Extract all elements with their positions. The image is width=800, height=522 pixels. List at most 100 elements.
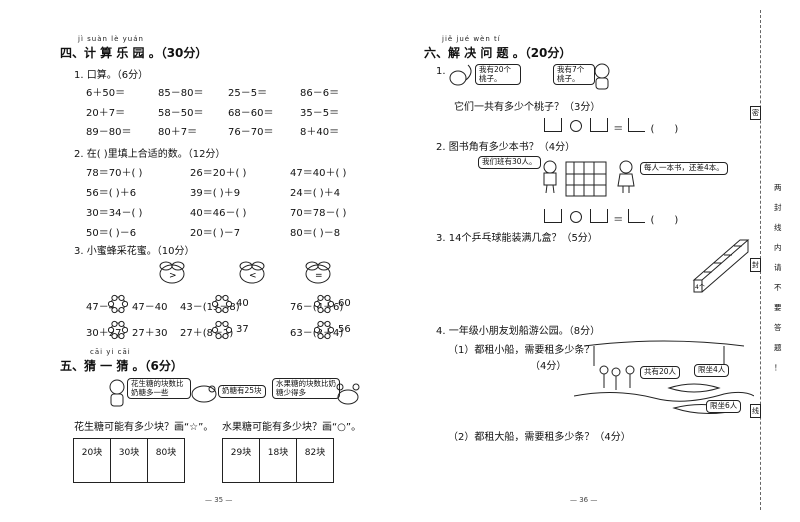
oral-calc-item: 8＋40＝ — [300, 127, 340, 138]
fill-blank-item: 20＝( )－7 — [190, 228, 241, 239]
bee-icon — [159, 261, 185, 284]
p1-question: 它们一共有多少个桃子？（3分） — [454, 102, 601, 113]
bee-icon — [305, 261, 331, 284]
compare-right: 56 — [338, 324, 351, 335]
compare-left: 27＋(8－2) — [180, 328, 234, 339]
oral-calc-item: 25－5＝ — [228, 88, 268, 99]
blank-box[interactable] — [628, 118, 646, 132]
guess-peanut-text: 花生糖可能有多少块？画“☆”。 — [74, 422, 214, 433]
answer-blanks-1: ＝ ( ) — [544, 117, 678, 136]
fill-blank-item: 26＝20＋( ) — [190, 168, 247, 179]
option-cell[interactable]: 30块 — [110, 438, 148, 483]
blank-box[interactable] — [544, 209, 562, 223]
ball-box-icon: 4个 — [692, 239, 750, 293]
oral-calc-item: 20＋7＝ — [86, 108, 126, 119]
bee-sign: = — [315, 271, 323, 281]
bee-icon — [239, 261, 265, 284]
section5-pinyin: cāi yi cāi — [90, 348, 131, 356]
fill-blank-item: 30＝34－( ) — [86, 208, 143, 219]
fill-blank-item: 47＝40＋( ) — [290, 168, 347, 179]
flower-icon[interactable] — [314, 294, 334, 314]
oral-calc-item: 35－5＝ — [300, 108, 340, 119]
bubble-20-people: 共有20人 — [640, 366, 681, 379]
operator-circle[interactable] — [570, 211, 583, 223]
kitten-icon — [109, 379, 125, 407]
section6-pinyin: jiě jué wèn tí — [442, 35, 501, 43]
option-cell[interactable]: 20块 — [73, 438, 111, 483]
fruit-options-table: 29块 18块 82块 — [222, 438, 334, 483]
flower-icon[interactable] — [212, 320, 232, 340]
compare-left: 43－(13－8) — [180, 302, 240, 313]
guess-fruit-text: 水果糖可能有多少块？画“○”。 — [222, 422, 362, 433]
page-number-left: — 35 — — [205, 496, 233, 504]
monkey-icon — [594, 63, 610, 90]
bees-illustration: > < = — [159, 261, 331, 284]
q1-title: 1. 口算。（6分） — [74, 70, 149, 81]
operator-circle[interactable] — [570, 120, 583, 132]
option-cell[interactable]: 18块 — [259, 438, 297, 483]
section6-title: 六、解 决 问 题 。（20分） — [424, 46, 572, 60]
fill-blank-item: 78＝70＋( ) — [86, 168, 143, 179]
compare-left: 30＋27 — [86, 328, 122, 339]
bubble-peanut: 花生糖的块数比奶糖多一些 — [127, 378, 191, 400]
peanut-options-table: 20块 30块 80块 — [73, 438, 185, 483]
p4-title: 4. 一年级小朋友划船游公园。（8分） — [436, 326, 601, 337]
answer-blanks-2: ＝ ( ) — [544, 208, 678, 227]
oral-calc-item: 68－60＝ — [228, 108, 274, 119]
flower-icon[interactable] — [108, 294, 128, 314]
oral-calc-item: 58－50＝ — [158, 108, 204, 119]
fill-blank-item: 56＝( )＋6 — [86, 188, 137, 199]
fill-blank-item: 40＝46－( ) — [190, 208, 247, 219]
option-cell[interactable]: 82块 — [296, 438, 334, 483]
blank-box[interactable] — [544, 118, 562, 132]
blank-box[interactable] — [628, 209, 646, 223]
blank-box[interactable] — [590, 118, 609, 132]
compare-left: 47－4 — [86, 302, 116, 313]
p3-title: 3. 14个乒乓球能装满几盒？（5分） — [436, 233, 598, 244]
flower-icon[interactable] — [314, 320, 334, 340]
section4-pinyin: jì suàn lè yuán — [78, 35, 144, 43]
compare-left: 63－(3＋4) — [290, 328, 344, 339]
page-number-right: — 36 — — [570, 496, 598, 504]
fill-blank-item: 39＝( )＋9 — [190, 188, 241, 199]
flower-icon[interactable] — [212, 294, 232, 314]
option-cell[interactable]: 29块 — [222, 438, 260, 483]
compare-right: 60 — [338, 298, 351, 309]
p4-sub2: （2）都租大船，需要租多少条？（4分） — [448, 432, 631, 443]
section5-title: 五、猜 一 猜 。（6分） — [60, 359, 183, 373]
section4-title: 四、计 算 乐 园 。（30分） — [60, 46, 208, 60]
q2-title: 2. 在( )里填上合适的数。（12分） — [74, 149, 226, 160]
bird-icon — [191, 385, 217, 403]
sidebar-char: 线 — [774, 223, 782, 232]
oral-calc-item: 89－80＝ — [86, 127, 132, 138]
bubble-one-book-each: 每人一本书，还差4本。 — [640, 162, 728, 175]
seal-mark-3: 线 — [750, 404, 761, 418]
girl-icon — [617, 160, 635, 193]
boy-icon — [543, 160, 557, 194]
p4-sub1: （1）都租小船，需要租多少条？ — [448, 345, 595, 356]
label-seats-6: 限坐6人 — [706, 400, 742, 413]
sidebar-char: 两 — [774, 183, 782, 192]
fill-blank-item: 70＝78－( ) — [290, 208, 347, 219]
flower-icon[interactable] — [108, 320, 128, 340]
blank-box[interactable] — [590, 209, 609, 223]
bubble-7-peaches: 我有7个桃子。 — [553, 64, 595, 86]
compare-left: 76－(4＋6) — [290, 302, 344, 313]
oral-calc-item: 6＋50＝ — [86, 88, 126, 99]
crab-icon — [336, 383, 360, 405]
bubble-20-peaches: 我有20个桃子。 — [475, 64, 521, 86]
oral-calc-item: 85－80＝ — [158, 88, 204, 99]
fill-blank-item: 80＝( )－8 — [290, 228, 341, 239]
oral-calc-item: 76－70＝ — [228, 127, 274, 138]
fill-blank-item: 50＝( )－6 — [86, 228, 137, 239]
option-cell[interactable]: 80块 — [147, 438, 185, 483]
compare-right: 37 — [236, 324, 249, 335]
fill-blank-item: 24＝( )＋4 — [290, 188, 341, 199]
seal-mark-2: 封 — [750, 258, 761, 272]
compare-right: 47－40 — [132, 302, 168, 313]
box-label: 4个 — [695, 284, 705, 291]
bookshelf-icon — [565, 161, 607, 197]
compare-right: 40 — [236, 298, 249, 309]
sidebar-char: ！ — [774, 363, 782, 372]
sidebar-char: 题 — [774, 343, 782, 352]
